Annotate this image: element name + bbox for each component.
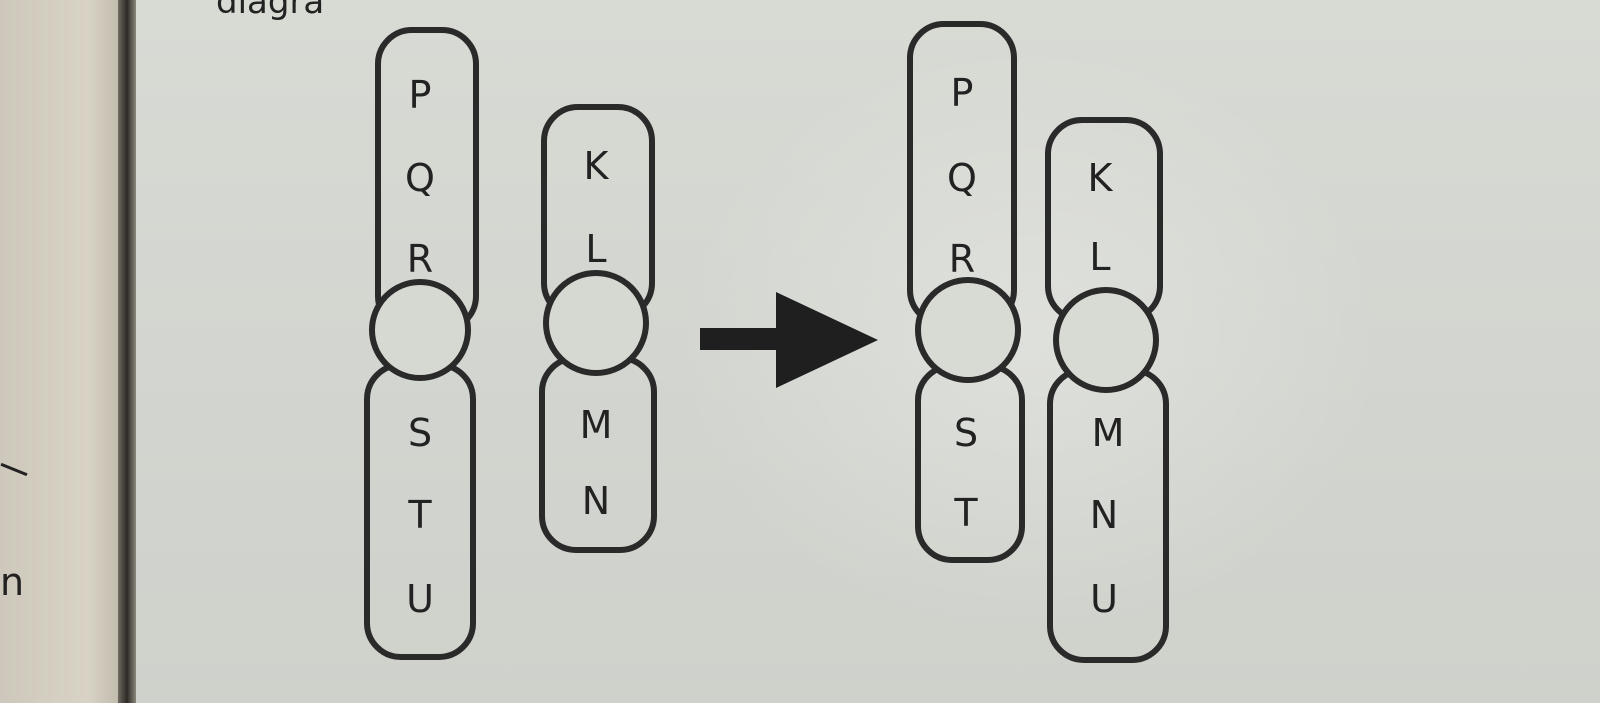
gene-label: R xyxy=(407,237,433,281)
gene-label: M xyxy=(580,403,613,447)
left-page-text-fragment: n xyxy=(0,560,25,604)
before-chr2-centromere xyxy=(543,270,649,376)
transformation-arrow xyxy=(700,292,878,388)
gene-label: M xyxy=(1092,411,1125,455)
before-chr1-centromere xyxy=(369,279,471,381)
gene-label: S xyxy=(408,411,432,455)
left-book-page xyxy=(0,0,125,703)
gene-label: T xyxy=(953,491,978,535)
gene-label: L xyxy=(1089,235,1110,279)
gene-label: U xyxy=(406,577,434,621)
gene-label: Q xyxy=(947,156,977,200)
gene-label: P xyxy=(951,71,974,115)
gene-label: K xyxy=(1088,156,1114,200)
gene-label: U xyxy=(1090,577,1118,621)
gene-label: K xyxy=(584,144,610,188)
gene-label: N xyxy=(582,479,610,523)
after-chromosome-2 xyxy=(1045,117,1169,663)
gene-label: N xyxy=(1090,493,1118,537)
gene-label: P xyxy=(409,73,432,117)
after-chr1-centromere xyxy=(915,277,1021,383)
gene-label: T xyxy=(407,493,432,537)
after-chromosome-1 xyxy=(907,21,1025,563)
after-chr2-centromere xyxy=(1053,287,1159,393)
before-chromosome-2 xyxy=(539,104,657,553)
before-chromosome-1 xyxy=(364,27,479,660)
caption-text-fragment: diagra xyxy=(216,0,325,22)
gene-label: Q xyxy=(405,156,435,200)
book-spine xyxy=(118,0,136,703)
gene-label: S xyxy=(954,411,978,455)
gene-label: L xyxy=(585,227,606,271)
gene-label: R xyxy=(949,237,975,281)
